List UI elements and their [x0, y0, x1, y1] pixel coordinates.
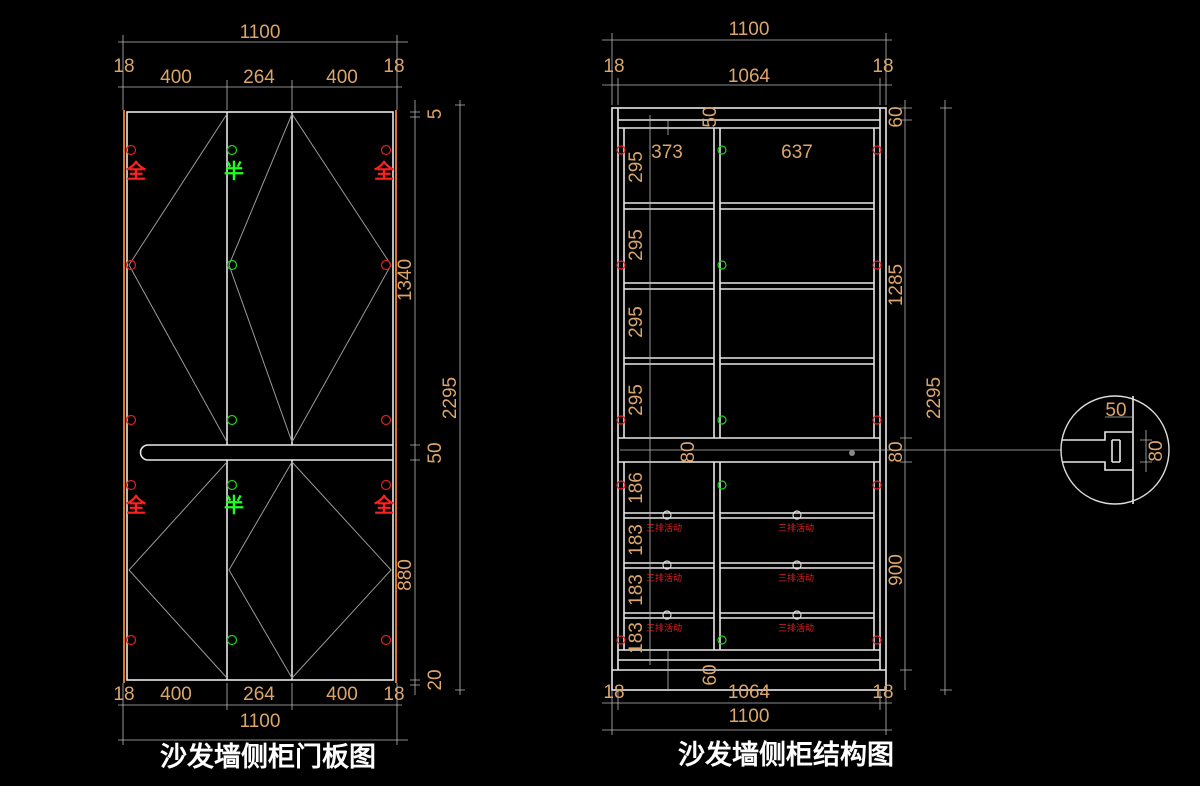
shelf-note: 三排活动	[646, 522, 682, 534]
full-overlay-label: 全	[125, 159, 147, 183]
dim: 20	[425, 669, 446, 690]
dim: 18	[383, 684, 404, 705]
dim: 400	[160, 67, 192, 88]
dim: 2295	[440, 377, 461, 419]
dim-total-width: 1100	[240, 22, 281, 43]
dim: 400	[326, 67, 358, 88]
hinge-markers	[616, 145, 882, 645]
dim: 50	[1105, 400, 1126, 421]
dim: 80	[1146, 440, 1167, 461]
dim: 60	[700, 664, 721, 685]
door-panel-drawing: 全 全 半 全 全 半 1100 18 400 264 400 18 18 40…	[113, 22, 465, 773]
dim: 880	[395, 559, 416, 591]
dim: 18	[603, 56, 624, 77]
dim: 1100	[240, 711, 281, 732]
dim: 80	[678, 441, 699, 462]
dim: 50	[700, 106, 721, 127]
dim: 1064	[728, 682, 771, 703]
dim: 183	[626, 524, 647, 556]
dim: 18	[383, 56, 404, 77]
dim: 1064	[728, 66, 771, 87]
dim: 295	[626, 229, 647, 261]
dim: 264	[243, 67, 275, 88]
shelf-note: 三排活动	[646, 572, 682, 584]
dim: 1100	[729, 19, 770, 40]
half-overlay-label: 半	[224, 159, 244, 183]
dim: 2295	[924, 377, 945, 419]
dim: 80	[886, 441, 907, 462]
half-overlay-label: 半	[224, 493, 244, 517]
dim: 264	[243, 684, 275, 705]
hinge-markers	[125, 144, 392, 646]
dim: 186	[626, 472, 647, 504]
dim: 18	[113, 56, 134, 77]
shelf-note: 三排活动	[778, 522, 814, 534]
dim: 400	[326, 684, 358, 705]
dim: 1340	[395, 259, 416, 301]
shelf-note: 三排活动	[778, 622, 814, 634]
dim: 60	[886, 106, 907, 127]
dim: 400	[160, 684, 192, 705]
shelf-note: 三排活动	[778, 572, 814, 584]
dim: 183	[626, 574, 647, 606]
dim: 637	[781, 142, 813, 163]
dim: 1285	[886, 264, 907, 306]
dim: 50	[425, 442, 446, 463]
structure-drawing: 三排活动 三排活动 三排活动 三排活动 三排活动 三排活动 373 637 50…	[602, 19, 952, 771]
dim: 1100	[729, 706, 770, 727]
full-overlay-label: 全	[373, 159, 395, 183]
dim: 295	[626, 151, 647, 183]
dim: 18	[603, 682, 624, 703]
door-handle	[139, 444, 393, 461]
dim: 18	[113, 684, 134, 705]
dim: 18	[872, 682, 893, 703]
shelf-note: 三排活动	[646, 622, 682, 634]
dim: 295	[626, 384, 647, 416]
dim: 18	[872, 56, 893, 77]
structure-drawing-title: 沙发墙侧柜结构图	[678, 739, 894, 771]
joint-detail-callout: 50 80	[910, 395, 1170, 505]
full-overlay-label: 全	[373, 493, 395, 517]
full-overlay-label: 全	[125, 493, 147, 517]
door-drawing-title: 沙发墙侧柜门板图	[160, 741, 376, 773]
dim: 295	[626, 306, 647, 338]
dim: 900	[886, 554, 907, 586]
dim: 373	[651, 142, 683, 163]
dim: 5	[425, 109, 446, 120]
dim: 183	[626, 622, 647, 654]
